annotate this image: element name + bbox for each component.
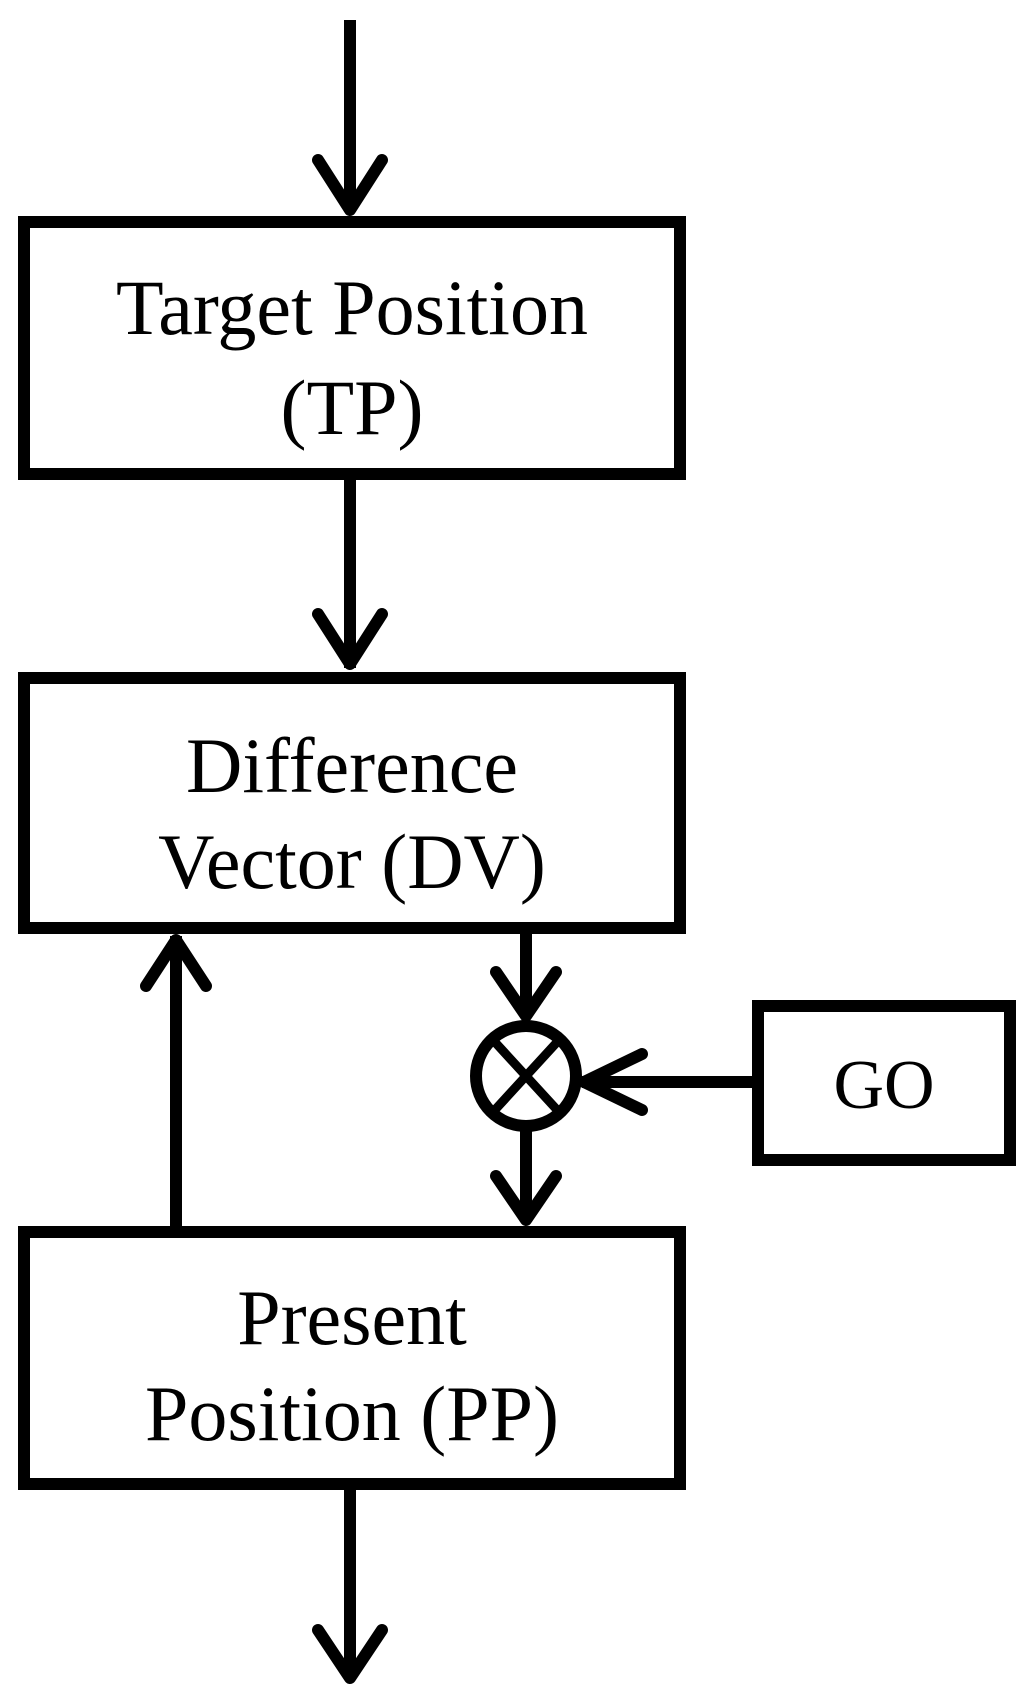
tp-to-dv-arrow xyxy=(312,480,388,670)
multiplier-node xyxy=(470,1020,582,1132)
target-position-abbrev: (TP) xyxy=(281,364,424,451)
dv-to-multiplier-arrow xyxy=(490,934,562,1022)
go-to-multiplier-arrow xyxy=(578,1048,754,1116)
present-position-label: Present xyxy=(237,1274,467,1361)
difference-vector-block: Difference Vector (DV) xyxy=(18,672,686,934)
pp-to-dv-feedback-arrow xyxy=(140,934,212,1228)
difference-vector-label: Difference xyxy=(186,722,518,809)
target-position-block: Target Position (TP) xyxy=(18,216,686,480)
go-block: GO xyxy=(752,1000,1016,1166)
target-position-label: Target Position xyxy=(116,264,588,351)
multiply-icon xyxy=(488,1035,564,1117)
output-arrow xyxy=(312,1490,388,1684)
input-arrow xyxy=(312,20,388,216)
present-position-abbrev: Position (PP) xyxy=(145,1370,559,1457)
present-position-block: Present Position (PP) xyxy=(18,1226,686,1490)
difference-vector-abbrev: Vector (DV) xyxy=(158,818,546,905)
go-label: GO xyxy=(833,1047,934,1124)
multiplier-to-pp-arrow xyxy=(490,1128,562,1226)
